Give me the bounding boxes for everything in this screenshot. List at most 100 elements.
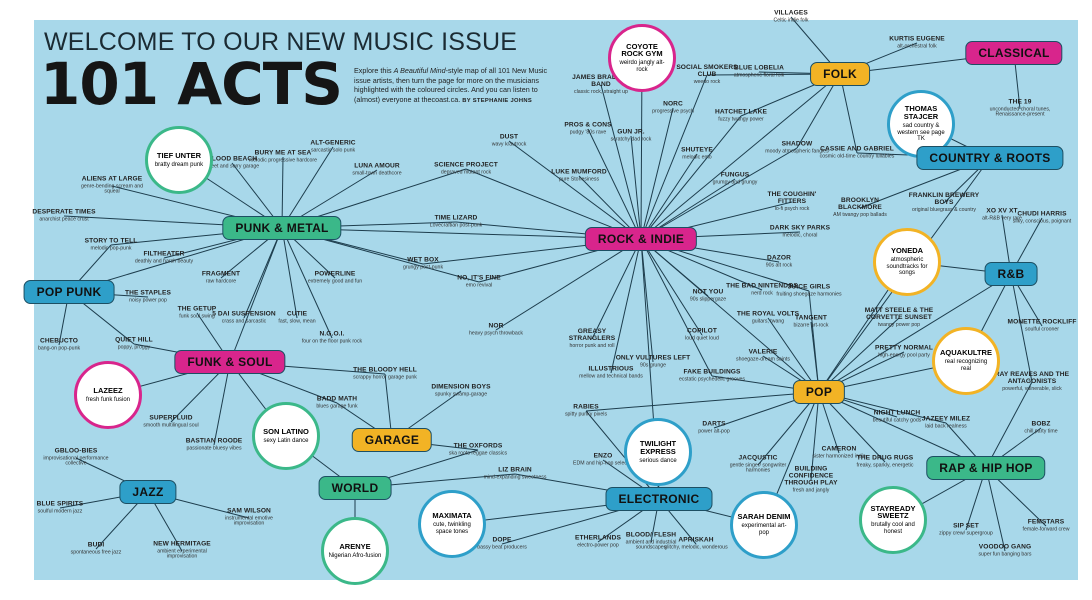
edge-rock-proscons [587, 128, 642, 240]
artist-description: original bluegrass & country [911, 206, 976, 213]
artist-description: fresh and jangly [792, 487, 830, 494]
genre-hub-punk: PUNK & METAL [222, 216, 342, 240]
artist-name: GBLOO-BIES [54, 447, 98, 455]
artist-description: Celtic indie folk [773, 17, 809, 24]
artist-description: female-forward crew [1022, 526, 1070, 533]
artist-name: DOPE [492, 536, 512, 544]
artist-description: sarcastic solo punk [310, 147, 356, 154]
artist-name: SIP SET [953, 522, 979, 530]
artist-name: BASTIAN ROODE [185, 437, 243, 445]
artist-name: N.G.O.I. [319, 330, 345, 338]
artist-description: scrappy horror garage punk [353, 374, 417, 381]
artist-name: WET BOX [407, 256, 439, 264]
artist-name: CUTIE [286, 310, 308, 318]
artist-description: raw hardcore [205, 278, 237, 285]
edge-rock-nor [495, 238, 642, 331]
headline: WELCOME TO OUR NEW MUSIC ISSUE [44, 28, 518, 56]
artist-description: 90s grunge [640, 362, 666, 369]
artist-description: extremely good and fun [307, 278, 363, 285]
artist-name: CASSIE AND GABRIEL [820, 145, 894, 153]
artist-name: ENZO [593, 452, 613, 460]
edge-funk-bastianroode [213, 361, 231, 446]
genre-hub-electronic: ELECTRONIC [605, 487, 713, 511]
artist-name: NORC [663, 100, 683, 108]
edge-rock-folk [640, 73, 841, 240]
featured-description: sexy Latin dance [263, 437, 309, 444]
genre-hub-classical: CLASSICAL [965, 41, 1063, 65]
artist-name: MATT STEELE & THE CORVETTE SUNSET [864, 306, 934, 321]
genre-hub-country: COUNTRY & ROOTS [916, 146, 1064, 170]
artist-description: silky, conscious, poignant [1012, 218, 1072, 225]
artist-name: KURTIS EUGENE [889, 35, 945, 43]
genre-hub-folk: FOLK [810, 62, 870, 86]
artist-description: mellow and technical bands [579, 373, 643, 380]
featured-description: atmospheric soundtracks for songs [886, 257, 928, 277]
artist-name: JACQUSTIC [738, 454, 778, 462]
artist-description: weedo rock [693, 78, 721, 85]
artist-description: ecstatic psychedelic grooves [678, 376, 746, 383]
artist-description: scratchy dad rock [610, 136, 652, 143]
edge-pop-rabies [585, 391, 820, 412]
artist-name: ILLUSTRIOUS [588, 365, 634, 373]
artist-name: SUPERFLUID [149, 414, 193, 422]
artist-description: sweet and sorry garage [204, 163, 260, 170]
artist-description: spontaneous free jazz [70, 549, 122, 556]
artist-description: twangy power pop [877, 321, 921, 328]
artist-name: POWERLINE [314, 270, 356, 278]
artist-description: emo revival [465, 282, 493, 289]
artist-description: Lovecraftian post-punk [429, 222, 483, 229]
artist-name: DARTS [702, 420, 726, 428]
edge-pop-buildingconfidence [810, 391, 820, 481]
artist-description: EDM and hip-hop selector [573, 460, 633, 467]
featured-description: serious dance [639, 457, 677, 464]
featured-description: experimental art-pop [741, 523, 787, 536]
featured-name: YONEDA [890, 246, 924, 256]
genre-hub-pop: POP [792, 380, 846, 404]
edge-rnb-pop [818, 273, 1012, 393]
artist-description: unconducted choral tunes, Renaissance-pr… [989, 106, 1051, 118]
artist-description: electro-power pop [577, 542, 619, 549]
artist-description: sister harmonized indie [812, 453, 866, 460]
intro-before: Explore this [354, 66, 394, 75]
artist-description: chill party time [1024, 428, 1058, 435]
artist-description: fast, slow, mean [278, 318, 316, 325]
artist-description: funk soul swing [179, 313, 215, 320]
featured-description: real recognizing real [944, 359, 988, 372]
artist-name: PROS & CONS [564, 121, 612, 129]
artist-name: JAZEEY MILEZ [921, 415, 971, 423]
artist-name: BROOKLYN BLACKMORE [838, 196, 882, 211]
artist-name: FEMSTARS [1027, 518, 1065, 526]
genre-hub-funk: FUNK & SOUL [174, 350, 286, 374]
big-title: 101 ACTS [40, 50, 343, 118]
artist-description: poppy, proggy [117, 344, 151, 351]
artist-description: wavy krautrock [491, 141, 527, 148]
artist-description: power alt-pop [698, 428, 730, 435]
artist-name: DAZOR [767, 254, 791, 262]
